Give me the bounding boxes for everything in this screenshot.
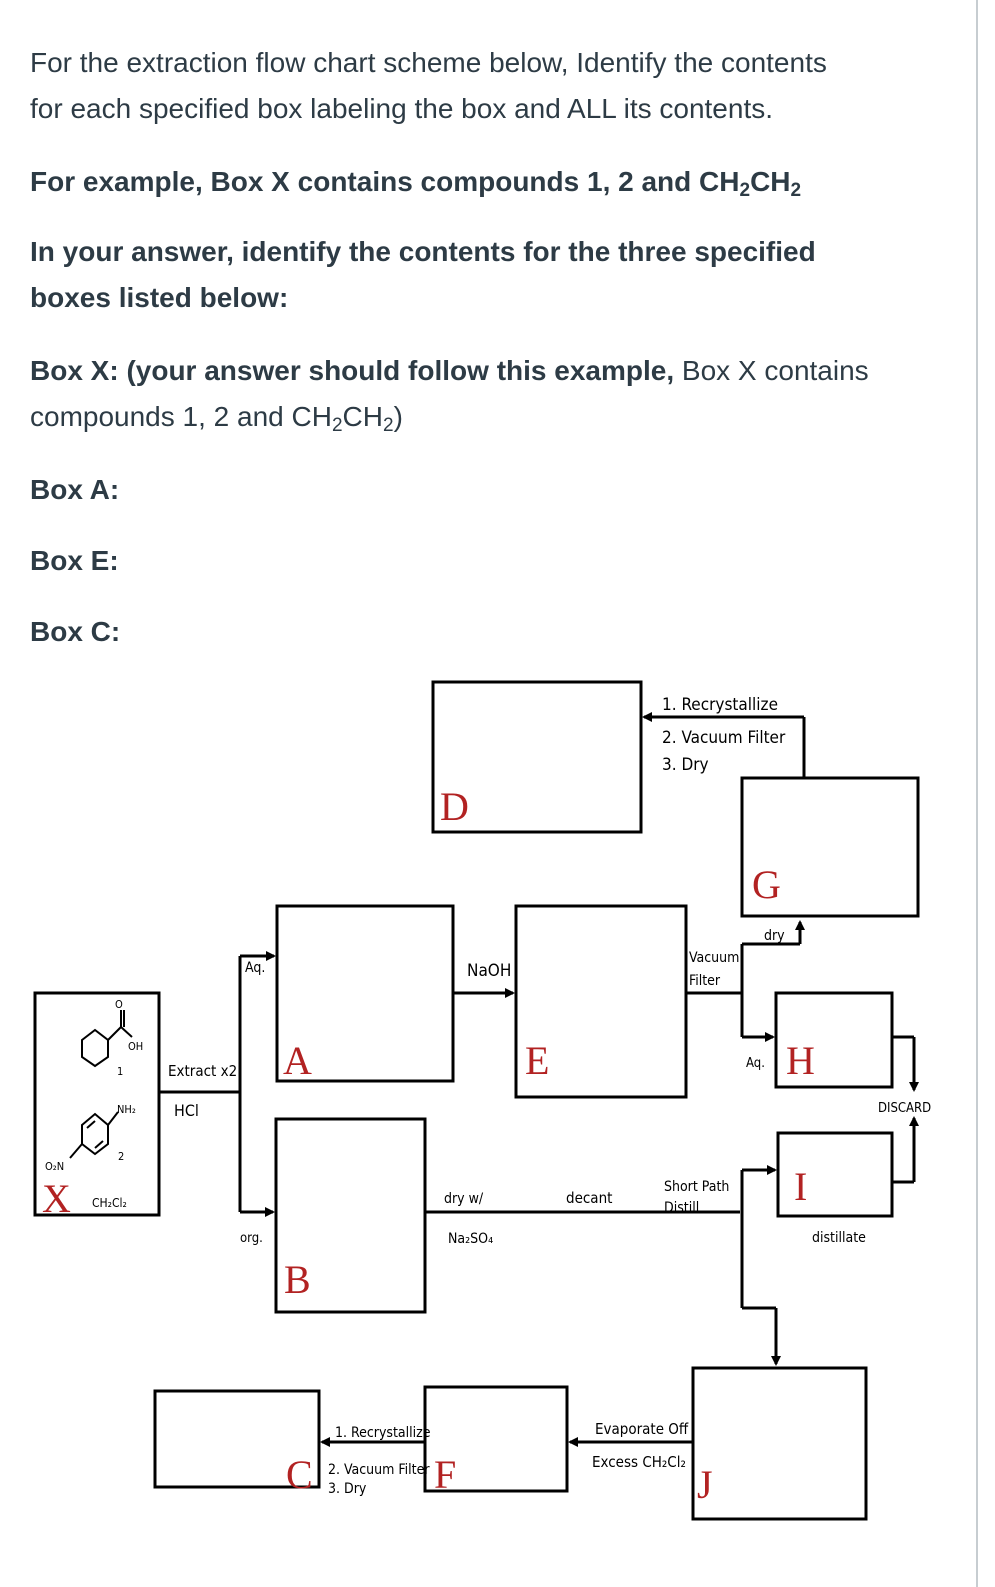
box-h xyxy=(774,991,894,1089)
label-dry-g: dry xyxy=(764,928,785,944)
label-discard: DISCARD xyxy=(878,1101,931,1116)
box-c-prompt: Box C: xyxy=(30,616,121,647)
step-vacuum-filter-d: 2. Vacuum Filter xyxy=(662,728,786,748)
solvent-ch2cl2: CH₂Cl₂ xyxy=(92,1196,127,1210)
step-recrystallize-d: 1. Recrystallize xyxy=(662,695,778,715)
label-box-j: J xyxy=(697,1462,713,1507)
label-box-d: D xyxy=(440,784,469,829)
label-org: org. xyxy=(240,1231,263,1246)
extraction-flow-chart: A B C D E F G H I J X 1. Recrystallize 2… xyxy=(33,680,931,1521)
box-d xyxy=(431,680,643,834)
label-box-b: B xyxy=(284,1257,311,1302)
label-box-e: E xyxy=(525,1038,549,1083)
box-x-example: Box X: (your answer should follow this e… xyxy=(30,355,869,436)
step-vacuum-filter-c: 2. Vacuum Filter xyxy=(328,1462,430,1478)
compound-1-structure xyxy=(81,1010,133,1068)
box-x xyxy=(33,991,161,1217)
label-box-a: A xyxy=(283,1038,312,1083)
label-box-c: C xyxy=(286,1452,313,1497)
label-box-i: I xyxy=(794,1164,807,1209)
atom-nh2: NH₂ xyxy=(117,1103,136,1116)
atom-o: O xyxy=(115,998,123,1011)
label-filter: Filter xyxy=(689,973,721,989)
page-right-border xyxy=(976,0,978,1587)
box-e-prompt: Box E: xyxy=(30,545,119,576)
box-g xyxy=(740,776,920,918)
box-j xyxy=(691,1366,868,1521)
label-box-f: F xyxy=(434,1452,456,1497)
label-box-g: G xyxy=(752,862,781,907)
label-decant: decant xyxy=(566,1189,612,1207)
label-evaporate: Evaporate Off xyxy=(595,1420,689,1438)
atom-o2n: O₂N xyxy=(45,1160,64,1173)
compound-2-number: 2 xyxy=(118,1150,124,1163)
compound-1-number: 1 xyxy=(117,1065,123,1078)
label-box-h: H xyxy=(786,1038,815,1083)
label-short-path: Short Path xyxy=(664,1179,729,1195)
instruction: In your answer, identify the contents fo… xyxy=(30,236,816,313)
compound-2-structure xyxy=(69,1111,119,1159)
example-line: For example, Box X contains compounds 1,… xyxy=(30,166,802,201)
box-e xyxy=(514,904,688,1099)
label-excess-ch2cl2: Excess CH₂Cl₂ xyxy=(592,1453,686,1471)
box-f xyxy=(423,1385,569,1493)
box-b xyxy=(274,1117,427,1314)
label-aq-h: Aq. xyxy=(746,1056,765,1071)
step-recrystallize-c: 1. Recrystallize xyxy=(335,1425,431,1441)
question-intro: For the extraction flow chart scheme bel… xyxy=(30,47,827,124)
label-distill: Distill xyxy=(664,1200,699,1216)
label-dry-w: dry w/ xyxy=(444,1191,484,1207)
label-distillate: distillate xyxy=(812,1230,866,1246)
label-na2so4: Na₂SO₄ xyxy=(448,1231,493,1247)
label-box-x: X xyxy=(42,1176,71,1221)
step-dry-c: 3. Dry xyxy=(328,1481,367,1497)
label-naoh: NaOH xyxy=(467,961,511,981)
step-dry-d: 3. Dry xyxy=(662,755,709,775)
box-i xyxy=(776,1131,894,1218)
label-vacuum: Vacuum xyxy=(689,950,739,966)
box-c xyxy=(153,1389,321,1489)
label-extract: Extract x2 xyxy=(168,1062,237,1080)
box-a-prompt: Box A: xyxy=(30,474,120,505)
atom-oh: OH xyxy=(128,1040,143,1053)
label-aq-a: Aq. xyxy=(245,960,265,976)
label-hcl: HCl xyxy=(174,1101,199,1120)
